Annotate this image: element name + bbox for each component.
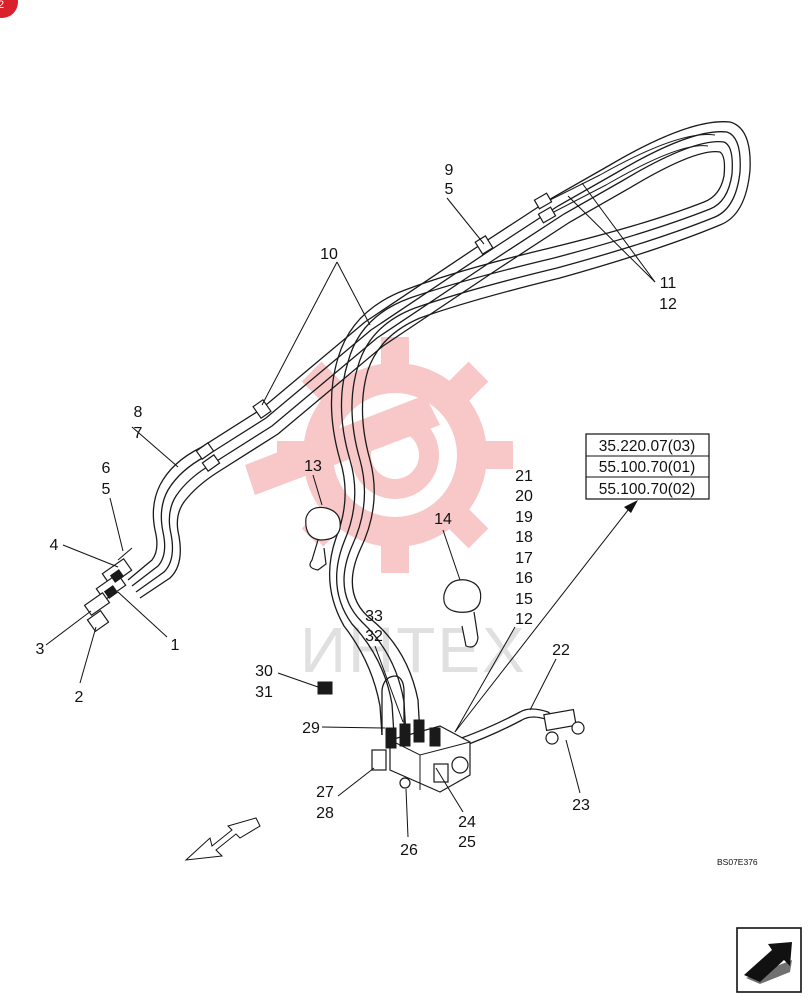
- handle-13: [305, 506, 341, 571]
- callout-18: 18: [515, 529, 533, 546]
- page-badge-text: 2: [0, 0, 4, 11]
- callout-22: 22: [552, 642, 570, 659]
- watermark-text: ИНТЕХ: [300, 614, 527, 686]
- callout-10: 10: [320, 246, 338, 263]
- watermark-gear-logo-icon: [245, 337, 513, 573]
- tee-fitting: [543, 708, 585, 745]
- plug-part: [317, 681, 333, 695]
- reference-link-3[interactable]: 55.100.70(02): [599, 481, 696, 498]
- reference-link-1[interactable]: 35.220.07(03): [599, 438, 696, 455]
- callout-33: 33: [365, 608, 383, 625]
- loop-hose: [381, 675, 405, 735]
- callout-4: 4: [50, 537, 59, 554]
- quick-coupler-group: [83, 547, 133, 633]
- callout-12-mid: 12: [515, 611, 533, 628]
- callout-17: 17: [515, 550, 533, 567]
- callout-7: 7: [134, 425, 143, 442]
- page-badge[interactable]: 2: [0, 0, 18, 18]
- callout-29: 29: [302, 720, 320, 737]
- callout-20: 20: [515, 488, 533, 505]
- callout-5-top: 5: [445, 181, 454, 198]
- hose-clamps: [195, 192, 557, 472]
- callout-3: 3: [36, 641, 45, 658]
- callout-8: 8: [134, 404, 143, 421]
- hose-assembly: [127, 121, 751, 749]
- callout-21: 21: [515, 468, 533, 485]
- callout-26: 26: [400, 842, 418, 859]
- callout-6: 6: [102, 460, 111, 477]
- callout-25: 25: [458, 834, 476, 851]
- callout-27: 27: [316, 784, 334, 801]
- ref-arrow-head: [624, 500, 638, 513]
- callout-23: 23: [572, 797, 590, 814]
- reference-table: 35.220.07(03) 55.100.70(01) 55.100.70(02…: [585, 433, 710, 500]
- front-direction-arrow-icon: [184, 817, 261, 861]
- callout-32: 32: [365, 628, 383, 645]
- handle-14: [443, 579, 482, 648]
- callout-14: 14: [434, 511, 452, 528]
- callout-28: 28: [316, 805, 334, 822]
- valve-block: [371, 719, 471, 793]
- callout-16: 16: [515, 570, 533, 587]
- callout-15: 15: [515, 591, 533, 608]
- leader-lines: [45, 182, 656, 838]
- callout-12-top: 12: [659, 296, 677, 313]
- callout-9: 9: [445, 162, 454, 179]
- reference-link-2[interactable]: 55.100.70(01): [599, 459, 696, 476]
- next-page-arrow-icon[interactable]: [736, 927, 802, 993]
- callout-24: 24: [458, 814, 476, 831]
- callout-1: 1: [171, 637, 180, 654]
- callout-30: 30: [255, 663, 273, 680]
- callout-11: 11: [660, 275, 677, 292]
- callout-31: 31: [255, 684, 273, 701]
- callout-2: 2: [75, 689, 84, 706]
- callout-5-left: 5: [102, 481, 111, 498]
- callout-13: 13: [304, 458, 322, 475]
- callout-labels: 9 5 10 11 12 8 7 6 5 4 3 2 1 13 14 21 20…: [36, 162, 677, 859]
- callout-19: 19: [515, 509, 533, 526]
- drawing-code: BS07E376: [717, 857, 758, 867]
